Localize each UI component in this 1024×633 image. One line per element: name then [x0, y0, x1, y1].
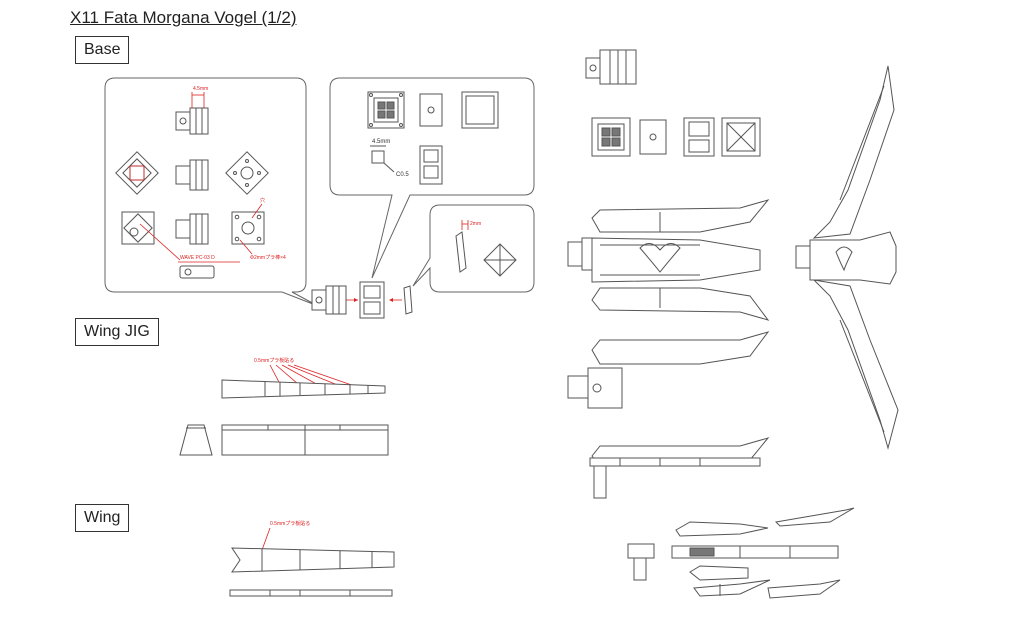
base-exploded-assembly [311, 281, 413, 319]
dim-4-5mm-small: 4.5mm [193, 86, 208, 92]
right-base-parts [585, 49, 761, 157]
jig-plate-note: 0.5mmプラ板貼る [254, 357, 294, 364]
assembly-section-view [589, 437, 770, 499]
chamfer-note: C0.5 [396, 172, 409, 178]
section-label-base: Base [75, 36, 130, 64]
exploded-wing-pieces [627, 507, 855, 599]
page-title: X11 Fata Morgana Vogel (1/2) [70, 8, 297, 27]
wing-plate-note: 0.5mmプラ板貼る [270, 520, 310, 527]
wave-part-note: WAVE PC-03 D [180, 255, 215, 261]
plate-detail: 2mm [455, 220, 517, 277]
callout-bubble-left [104, 77, 319, 307]
dim-4-5mm: 4.5mm [372, 139, 390, 145]
assembly-side-view [567, 331, 770, 409]
base-block-details: 4.5mm C0.5 [367, 91, 499, 185]
assembly-front-view [795, 65, 899, 450]
section-label-wing-jig: Wing JIG [75, 318, 159, 346]
section-label-wing: Wing [75, 504, 130, 532]
hole-note: 穴 [260, 197, 265, 204]
wing-drawing: 0.5mmプラ板貼る [229, 520, 395, 597]
wing-jig-drawing: 0.5mmプラ板貼る [179, 357, 389, 456]
pin-note: Φ2mmプラ棒×4 [250, 254, 286, 261]
base-detail-parts: 4.5mm 穴 [115, 86, 286, 279]
callout-bubble-right [412, 204, 535, 293]
assembly-top-view [567, 199, 770, 321]
dim-2mm: 2mm [470, 221, 481, 227]
